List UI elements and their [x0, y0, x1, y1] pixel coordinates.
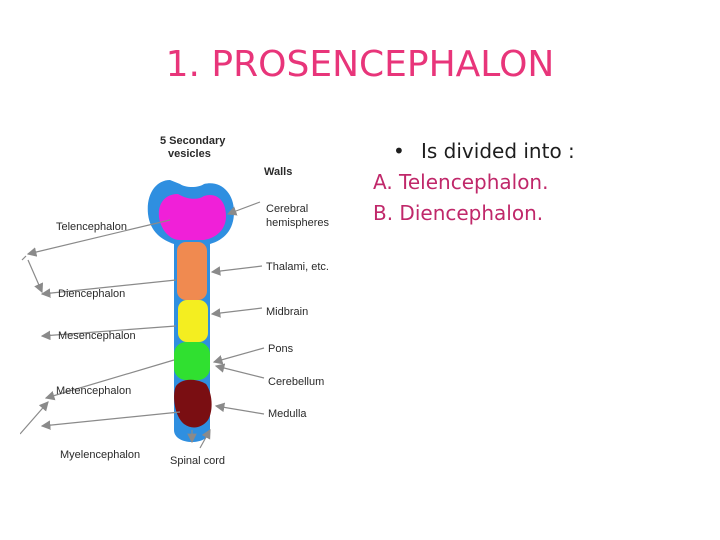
label-cerebellum: Cerebellum [268, 376, 324, 388]
label-hemispheres: hemispheres [266, 217, 329, 229]
bullet-line: • Is divided into : [373, 136, 703, 167]
label-thalami: Thalami, etc. [266, 261, 329, 273]
label-cerebral: Cerebral [266, 203, 308, 215]
label-metencephalon: Metencephalon [56, 385, 131, 397]
walls-heading: Walls [264, 166, 292, 178]
label-pons: Pons [268, 343, 294, 355]
label-medulla: Medulla [268, 408, 307, 420]
left-arrows [20, 219, 181, 435]
label-telencephalon: Telencephalon [56, 221, 127, 233]
right-arrows [199, 201, 265, 449]
myelencephalon-vesicle [174, 379, 212, 428]
brain-vesicles-diagram: 5 Secondary vesicles Walls [20, 130, 340, 470]
slide-title: 1. PROSENCEPHALON [165, 44, 555, 85]
bullet-text: Is divided into : [421, 139, 575, 163]
bullet-dot-icon: • [393, 139, 405, 163]
heading-line-1: 5 Secondary [160, 135, 226, 147]
label-myelencephalon: Myelencephalon [60, 449, 140, 461]
list-item-telencephalon: A. Telencephalon. [373, 170, 549, 194]
mesencephalon-vesicle [178, 300, 208, 342]
label-spinal-cord: Spinal cord [170, 455, 225, 467]
diencephalon-vesicle [177, 242, 207, 300]
list-item-diencephalon: B. Diencephalon. [373, 201, 544, 225]
label-midbrain: Midbrain [266, 306, 308, 318]
label-diencephalon: Diencephalon [58, 288, 125, 300]
text-block: • Is divided into : A. Telencephalon. B. … [373, 136, 703, 229]
telencephalon-vesicle [158, 194, 226, 240]
metencephalon-vesicle [174, 342, 210, 380]
heading-line-2: vesicles [168, 148, 211, 160]
label-mesencephalon: Mesencephalon [58, 330, 136, 342]
